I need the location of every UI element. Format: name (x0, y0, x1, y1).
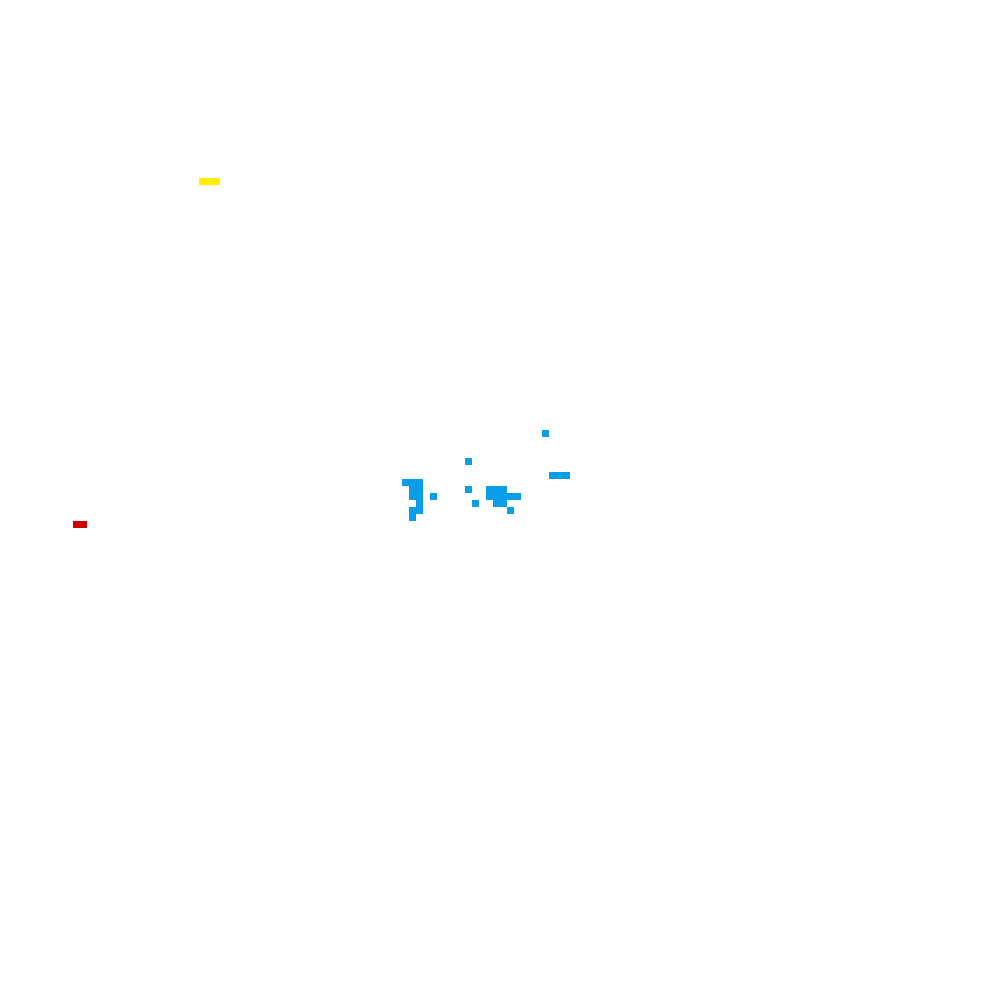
blue-cell (500, 500, 507, 507)
blue-cell (409, 507, 416, 514)
blue-cell (514, 493, 521, 500)
blue-cell (556, 472, 563, 479)
blue-cell (416, 500, 423, 507)
red-cell (73, 521, 80, 528)
blue-cell (416, 486, 423, 493)
blue-cell (493, 493, 500, 500)
blue-cell (430, 493, 437, 500)
blue-cell (402, 479, 409, 486)
yellow-cell (199, 178, 206, 185)
blue-cell (465, 486, 472, 493)
yellow-cell (213, 178, 220, 185)
blue-cell (409, 514, 416, 521)
blue-cell (493, 500, 500, 507)
blue-cell (472, 500, 479, 507)
blue-cell (416, 493, 423, 500)
blue-cell (409, 493, 416, 500)
blue-cell (507, 507, 514, 514)
blue-cell (493, 486, 500, 493)
blue-cell (549, 472, 556, 479)
blue-cell (409, 479, 416, 486)
blue-cell (465, 458, 472, 465)
blue-cell (507, 493, 514, 500)
blue-cell (409, 486, 416, 493)
blue-cell (486, 493, 493, 500)
blue-cell (500, 493, 507, 500)
blue-cell (416, 507, 423, 514)
blue-cell (486, 486, 493, 493)
yellow-cell (206, 178, 213, 185)
blue-cell (500, 486, 507, 493)
red-cell (80, 521, 87, 528)
blue-cell (563, 472, 570, 479)
blue-cell (416, 479, 423, 486)
blue-cell (542, 430, 549, 437)
